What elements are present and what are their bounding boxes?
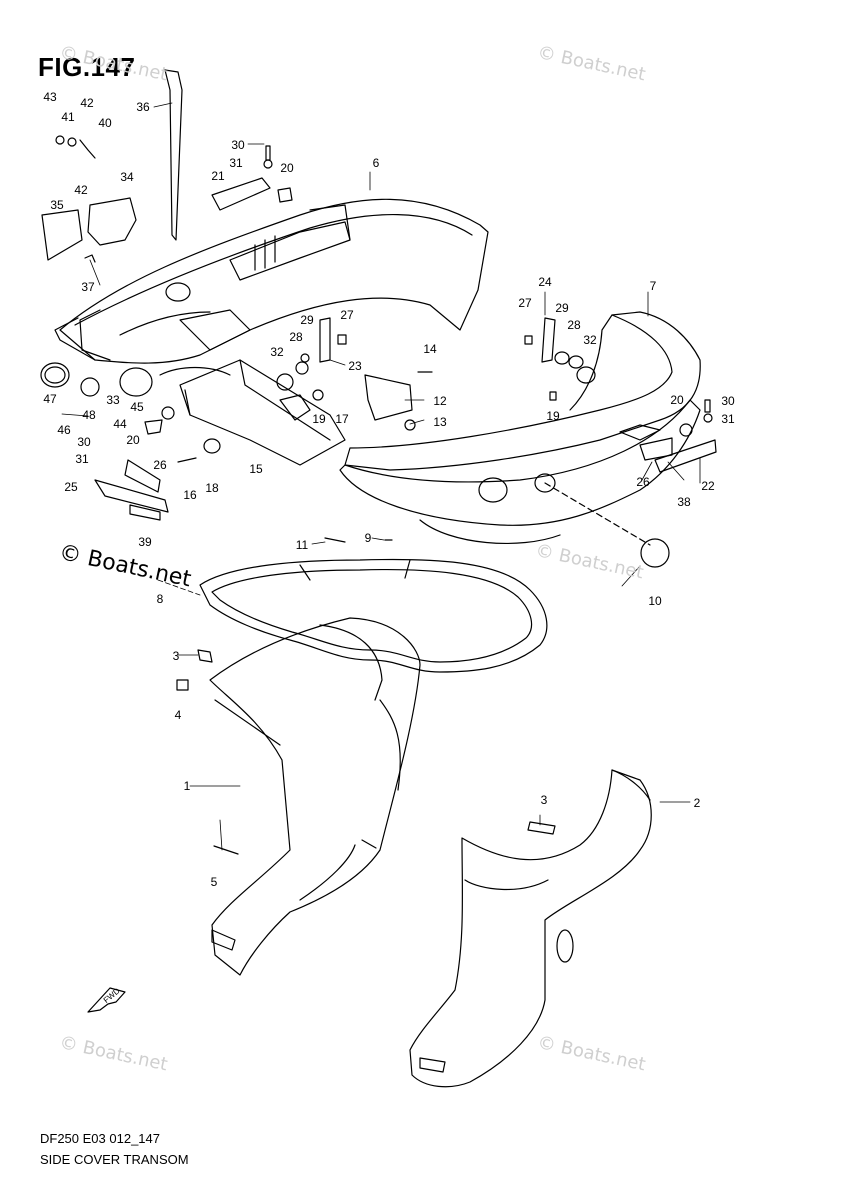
callout-35: 35 (50, 198, 64, 212)
callout-8: 8 (156, 592, 164, 606)
callout-20: 20 (670, 393, 684, 407)
callout-46: 46 (57, 423, 71, 437)
callout-12: 12 (433, 394, 447, 408)
callout-2: 2 (693, 796, 701, 810)
callout-16: 16 (183, 488, 197, 502)
part-10-lower-pan-cover (339, 399, 701, 568)
callout-26: 26 (636, 475, 650, 489)
callout-29: 29 (555, 301, 569, 315)
callout-30: 30 (231, 138, 245, 152)
fwd-arrow-icon (87, 987, 126, 1013)
callout-30: 30 (721, 394, 735, 408)
callout-3: 3 (540, 793, 548, 807)
callout-4: 4 (174, 708, 182, 722)
callout-34: 34 (120, 170, 134, 184)
callout-21: 21 (211, 169, 225, 183)
callout-32: 32 (270, 345, 284, 359)
callout-20: 20 (280, 161, 294, 175)
callout-10: 10 (648, 594, 662, 608)
callout-33: 33 (106, 393, 120, 407)
callout-22: 22 (701, 479, 715, 493)
small-parts-upper-left (41, 69, 293, 263)
callout-27: 27 (518, 296, 532, 310)
callout-26: 26 (153, 458, 167, 472)
callout-25: 25 (64, 480, 78, 494)
callout-11: 11 (295, 538, 309, 552)
callout-28: 28 (567, 318, 581, 332)
callout-7: 7 (649, 279, 657, 293)
part-2-right-side-cover (409, 769, 652, 1088)
callout-41: 41 (61, 110, 75, 124)
callout-48: 48 (82, 408, 96, 422)
callout-1: 1 (183, 779, 191, 793)
part-1-left-side-cover (209, 617, 421, 976)
callout-31: 31 (721, 412, 735, 426)
figure-title: FIG.147 (38, 52, 136, 82)
leader-lines (61, 102, 701, 851)
part-6-upper-cover-frame (54, 198, 489, 364)
callout-30: 30 (77, 435, 91, 449)
callout-45: 45 (130, 400, 144, 414)
callout-29: 29 (300, 313, 314, 327)
callout-23: 23 (348, 359, 362, 373)
callout-37: 37 (81, 280, 95, 294)
callout-42: 42 (80, 96, 94, 110)
callout-38: 38 (677, 495, 691, 509)
grommets-left (40, 362, 221, 521)
part-7-rear-cover-frame (344, 311, 701, 471)
callout-17: 17 (335, 412, 349, 426)
callout-28: 28 (289, 330, 303, 344)
callout-31: 31 (229, 156, 243, 170)
model-code: DF250 E03 012_147 (40, 1131, 160, 1146)
callout-27: 27 (340, 308, 354, 322)
bolts-and-clips (176, 537, 393, 855)
callout-24: 24 (538, 275, 552, 289)
callout-15: 15 (249, 462, 263, 476)
callout-42: 42 (74, 183, 88, 197)
callout-44: 44 (113, 417, 127, 431)
callout-19: 19 (312, 412, 326, 426)
callout-47: 47 (43, 392, 57, 406)
figure-caption: SIDE COVER TRANSOM (40, 1152, 189, 1167)
callout-19: 19 (546, 409, 560, 423)
callout-9: 9 (364, 531, 372, 545)
callout-3: 3 (172, 649, 180, 663)
callout-36: 36 (136, 100, 150, 114)
small-parts-right (276, 317, 717, 473)
callout-32: 32 (583, 333, 597, 347)
callout-20: 20 (126, 433, 140, 447)
callout-40: 40 (98, 116, 112, 130)
callout-6: 6 (372, 156, 380, 170)
callout-5: 5 (210, 875, 218, 889)
part-8-seal-gasket (199, 558, 548, 673)
callout-43: 43 (43, 90, 57, 104)
callout-14: 14 (423, 342, 437, 356)
callout-31: 31 (75, 452, 89, 466)
callout-18: 18 (205, 481, 219, 495)
callout-39: 39 (138, 535, 152, 549)
callout-13: 13 (433, 415, 447, 429)
part-15-mount-bracket (159, 359, 346, 466)
